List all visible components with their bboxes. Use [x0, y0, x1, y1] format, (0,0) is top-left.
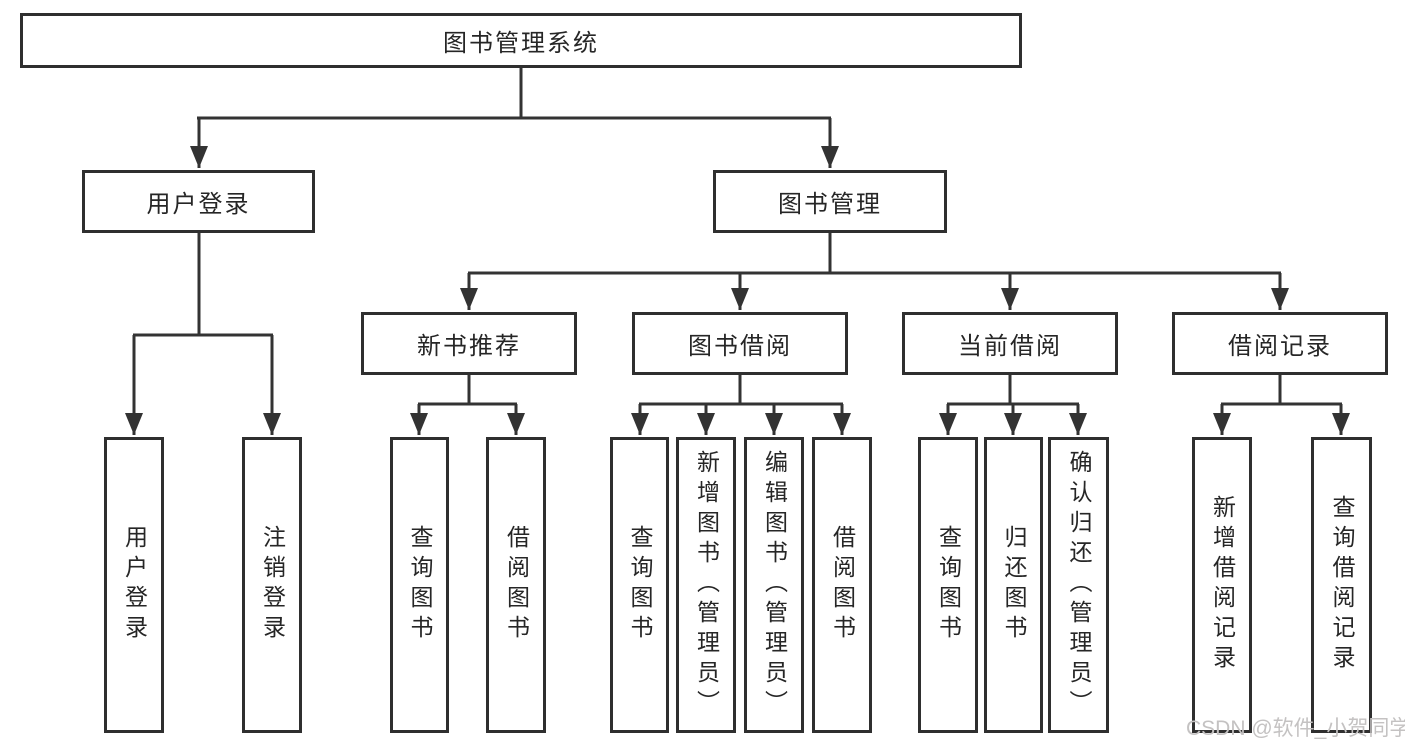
leaf-nb-query-books: 查询图书 — [390, 437, 449, 733]
leaf-user-login: 用户登录 — [104, 437, 164, 733]
connector-book-borrow — [631, 375, 851, 435]
node-book-mgmt: 图书管理 — [713, 170, 947, 233]
connector-root — [190, 68, 839, 168]
node-borrow-records: 借阅记录 — [1172, 312, 1388, 375]
node-user-login: 用户登录 — [82, 170, 315, 233]
leaf-logout: 注销登录 — [242, 437, 302, 733]
node-book-borrow: 图书借阅 — [632, 312, 848, 375]
leaf-logout-label: 注销登录 — [259, 525, 286, 645]
node-root-label: 图书管理系统 — [443, 30, 599, 57]
node-user-login-label: 用户登录 — [146, 191, 251, 218]
node-book-mgmt-label: 图书管理 — [778, 191, 882, 218]
leaf-br-query-record-label: 查询借阅记录 — [1329, 495, 1355, 675]
node-current-borrow-label: 当前借阅 — [958, 333, 1062, 360]
connector-borrow-records — [1213, 375, 1350, 435]
leaf-cb-query-books-label: 查询图书 — [935, 525, 962, 645]
leaf-bb-edit-books: 编辑图书（管理员） — [744, 437, 804, 733]
leaf-bb-borrow-books: 借阅图书 — [812, 437, 872, 733]
leaf-user-login-label: 用户登录 — [121, 525, 148, 645]
leaf-bb-add-books: 新增图书（管理员） — [676, 437, 736, 733]
leaf-cb-return-books: 归还图书 — [984, 437, 1043, 733]
leaf-bb-edit-books-label: 编辑图书（管理员） — [761, 450, 788, 720]
csdn-watermark: CSDN @软件_小贺同学 — [1186, 717, 1405, 740]
leaf-bb-borrow-books-label: 借阅图书 — [829, 525, 856, 645]
leaf-cb-confirm-return-label: 确认归还（管理员） — [1066, 450, 1092, 720]
leaf-bb-query-books-label: 查询图书 — [627, 525, 653, 645]
node-current-borrow: 当前借阅 — [902, 312, 1118, 375]
connector-new-books — [410, 375, 525, 435]
leaf-bb-add-books-label: 新增图书（管理员） — [693, 450, 720, 720]
leaf-br-add-record: 新增借阅记录 — [1192, 437, 1252, 733]
connector-current-borrow — [939, 375, 1087, 435]
leaf-nb-query-books-label: 查询图书 — [407, 525, 433, 645]
node-root: 图书管理系统 — [20, 13, 1022, 68]
leaf-nb-borrow-books: 借阅图书 — [486, 437, 546, 733]
leaf-cb-confirm-return: 确认归还（管理员） — [1048, 437, 1109, 733]
leaf-br-add-record-label: 新增借阅记录 — [1209, 495, 1236, 675]
node-book-borrow-label: 图书借阅 — [688, 333, 792, 360]
connector-book-mgmt — [460, 233, 1289, 310]
node-borrow-records-label: 借阅记录 — [1228, 333, 1332, 360]
leaf-nb-borrow-books-label: 借阅图书 — [503, 525, 530, 645]
leaf-bb-query-books: 查询图书 — [610, 437, 669, 733]
leaf-cb-return-books-label: 归还图书 — [1001, 525, 1027, 645]
node-new-books: 新书推荐 — [361, 312, 577, 375]
leaf-br-query-record: 查询借阅记录 — [1311, 437, 1372, 733]
node-new-books-label: 新书推荐 — [417, 333, 521, 360]
connector-user-login — [125, 233, 281, 435]
leaf-cb-query-books: 查询图书 — [918, 437, 978, 733]
